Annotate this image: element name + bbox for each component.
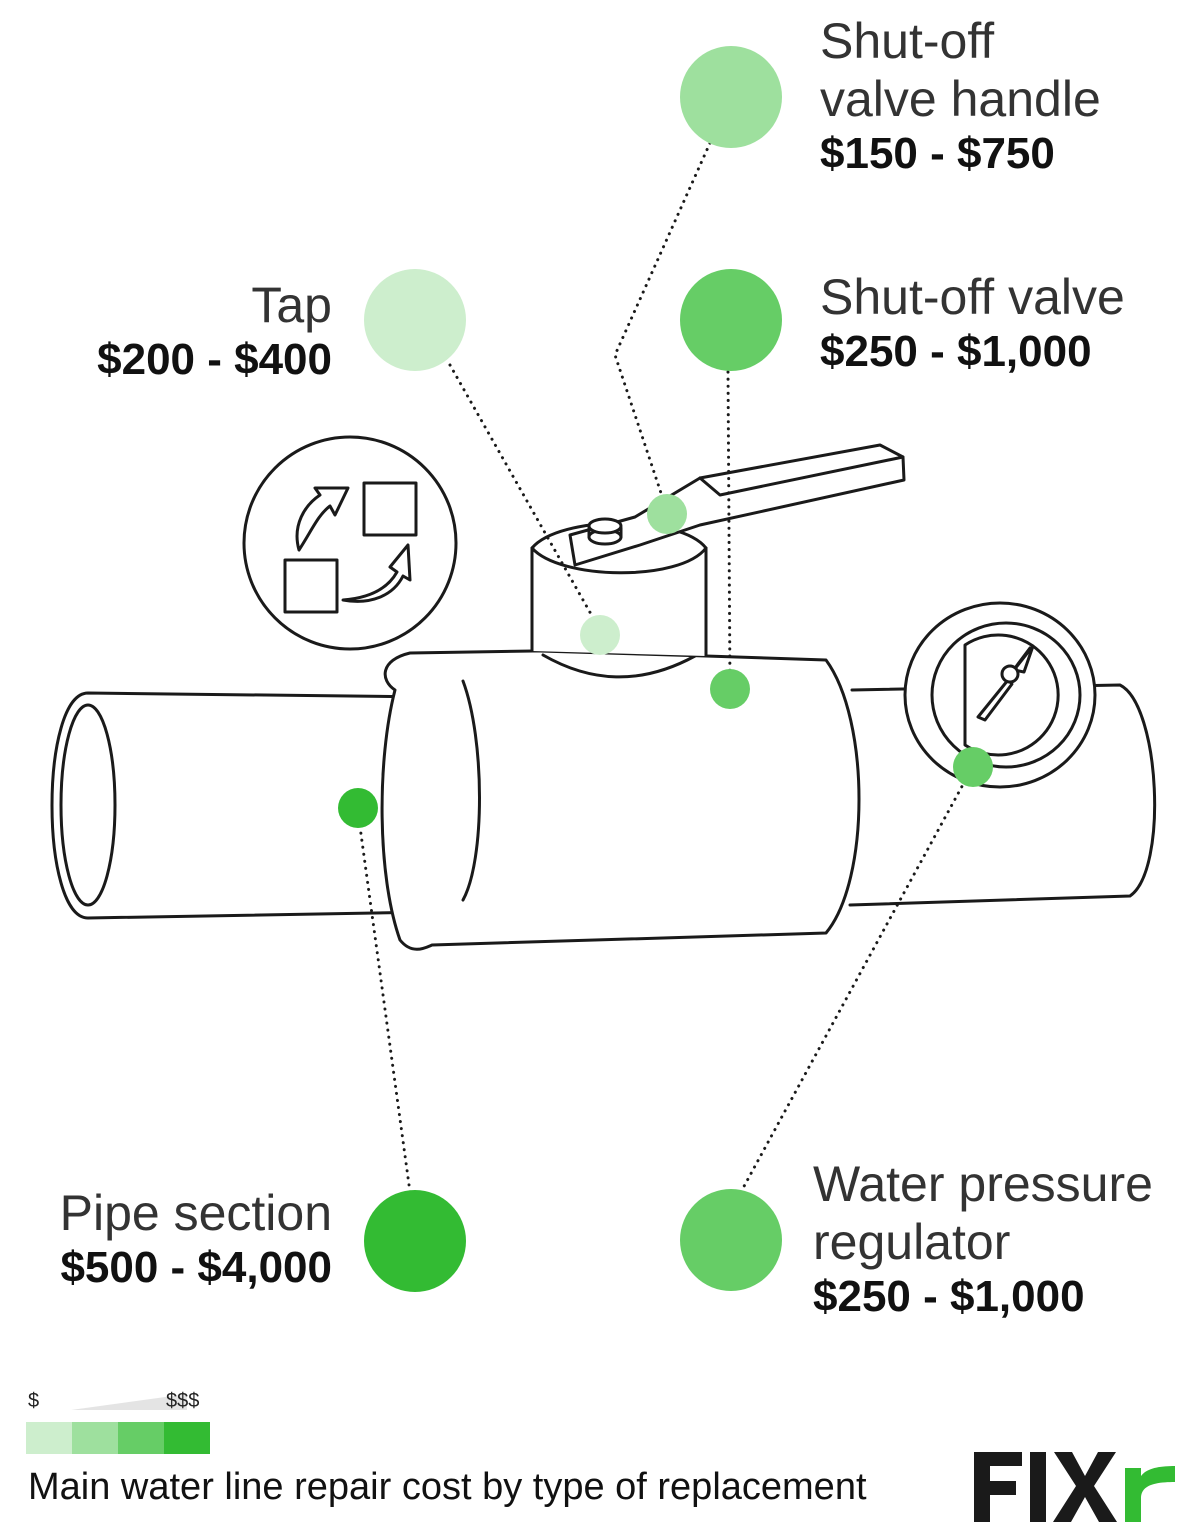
callout-valve-price: $250 - $1,000: [820, 327, 1092, 376]
callout-regulator-name-line2: regulator: [813, 1214, 1011, 1270]
legend-swatches: [26, 1422, 210, 1454]
legend-high-label: $$$: [166, 1390, 200, 1412]
pipe-marker-large: [364, 1190, 466, 1292]
callout-pipe-name: Pipe section: [59, 1185, 332, 1241]
leader-tap: [448, 363, 602, 632]
valve-handle: [568, 443, 906, 567]
cost-legend: $ $$$: [26, 1390, 216, 1454]
pressure-gauge-icon: [903, 601, 1097, 789]
handle-marker-large: [680, 46, 782, 148]
regulator-marker-small: [953, 747, 993, 787]
callout-valve: Shut-off valve $250 - $1,000: [820, 268, 1200, 377]
callout-regulator-name-line1: Water pressure: [813, 1156, 1153, 1212]
legend-wedge: [71, 1394, 187, 1410]
leader-handle: [613, 141, 712, 507]
callout-handle-name-line1: Shut-off: [820, 13, 995, 69]
callout-handle-price: $150 - $750: [820, 129, 1055, 178]
leader-regulator: [740, 766, 974, 1192]
callout-valve-name: Shut-off valve: [820, 269, 1125, 325]
legend-swatch-2: [72, 1422, 118, 1454]
pipe-marker-small: [338, 788, 378, 828]
valve-body: [380, 521, 861, 951]
handle-marker-small: [647, 494, 687, 534]
callout-pipe: Pipe section $500 - $4,000: [20, 1184, 332, 1293]
legend-swatch-1: [26, 1422, 72, 1454]
tap-marker-small: [580, 615, 620, 655]
callout-handle-name-line2: valve handle: [820, 71, 1101, 127]
callout-tap-name: Tap: [251, 277, 332, 333]
regulator-marker-large: [680, 1189, 782, 1291]
legend-swatch-4: [164, 1422, 210, 1454]
fixr-logo: [974, 1452, 1175, 1522]
callout-regulator: Water pressure regulator $250 - $1,000: [813, 1155, 1200, 1322]
valve-marker-large: [680, 269, 782, 371]
callout-tap: Tap $200 - $400: [20, 276, 332, 385]
footer-title: Main water line repair cost by type of r…: [28, 1466, 867, 1508]
leader-pipe: [356, 810, 412, 1194]
markers: [338, 46, 993, 1292]
leader-valve: [726, 370, 732, 687]
legend-swatch-3: [118, 1422, 164, 1454]
callout-handle: Shut-off valve handle $150 - $750: [820, 12, 1200, 179]
callout-tap-price: $200 - $400: [97, 335, 332, 384]
tap-marker-large: [364, 269, 466, 371]
legend-low-label: $: [28, 1390, 40, 1412]
callout-regulator-price: $250 - $1,000: [813, 1272, 1085, 1321]
valve-marker-small: [710, 669, 750, 709]
replacement-arrows-icon: [242, 435, 458, 651]
callout-pipe-price: $500 - $4,000: [60, 1243, 332, 1292]
